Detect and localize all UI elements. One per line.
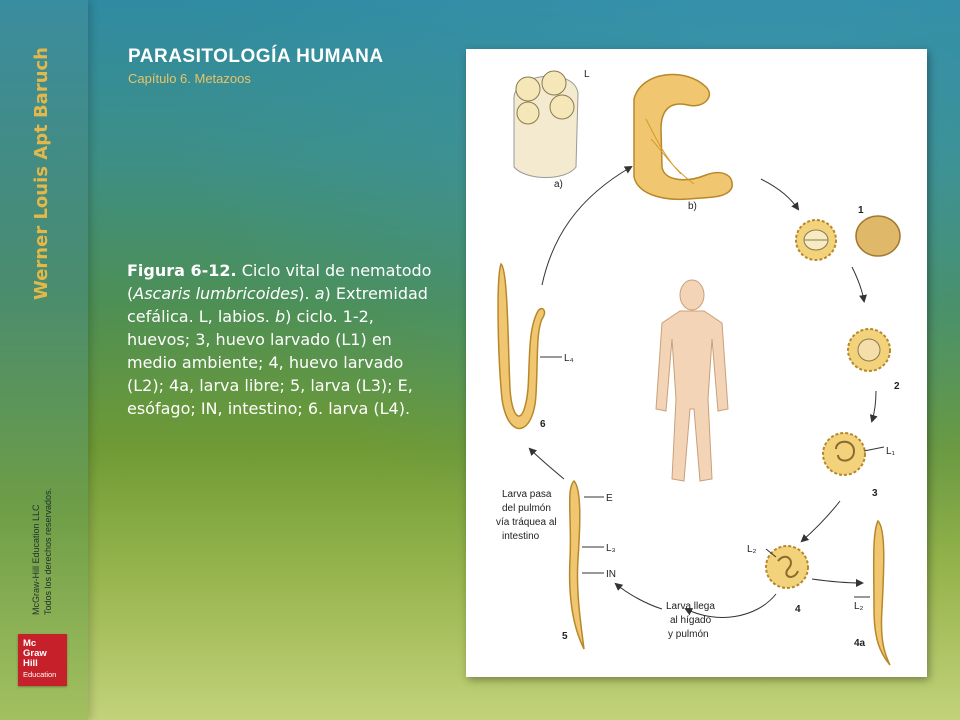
page-subtitle: Capítulo 6. Metazoos bbox=[128, 71, 251, 86]
figure-caption: Figura 6-12. Ciclo vital de nematodo (As… bbox=[127, 259, 437, 420]
note-liver-line-1: Larva llega bbox=[666, 601, 715, 612]
caption-species: Ascaris lumbricoides bbox=[133, 284, 299, 303]
label-stage-5: 5 bbox=[562, 631, 568, 642]
egg-stage-4: L₂ 4 bbox=[747, 544, 809, 615]
lifecycle-diagram: L a) b) 1 2 L₁ 3 L₂ 4 L₂ bbox=[496, 69, 901, 666]
caption-figure-label: Figura 6-12. bbox=[127, 261, 237, 280]
caption-text-3: ) Extremidad cefálica. L, labios. bbox=[127, 284, 428, 326]
author-name: Werner Louis Apt Baruch bbox=[31, 47, 52, 300]
note-liver-arrival: Larva llega al hígado y pulmón bbox=[666, 601, 715, 640]
label-L4: L₄ bbox=[564, 353, 574, 364]
logo-line-1: Mc bbox=[23, 638, 37, 649]
logo-line-3: Hill bbox=[23, 658, 38, 669]
label-b: b) bbox=[688, 201, 697, 212]
note-lung-line-4: intestino bbox=[502, 531, 540, 542]
mcgraw-hill-logo: Mc Graw Hill Education bbox=[18, 634, 67, 686]
cephalic-end-drawing: L a) bbox=[513, 69, 590, 190]
larva-stage-5: E L₃ IN 5 bbox=[562, 479, 616, 650]
copyright-line-2: Todos los derechos reservados. bbox=[43, 487, 53, 615]
note-lung-line-3: vía tráquea al bbox=[496, 517, 557, 528]
egg-stage-2: 2 bbox=[847, 328, 900, 392]
cycle-arrows bbox=[528, 165, 878, 618]
copyright-notice: McGraw-Hill Education LLC Todos los dere… bbox=[30, 445, 54, 615]
copyright-line-1: McGraw-Hill Education LLC bbox=[31, 504, 41, 615]
caption-part-b: b bbox=[274, 307, 286, 326]
larva-stage-6: L₄ 6 bbox=[497, 262, 574, 430]
note-lung-passage: Larva pasa del pulmón vía tráquea al int… bbox=[496, 489, 557, 542]
label-IN: IN bbox=[606, 569, 616, 580]
adult-worm-drawing: b) bbox=[633, 73, 733, 212]
larva-stage-4a: L₂ 4a bbox=[854, 519, 891, 666]
label-stage-4: 4 bbox=[795, 604, 801, 615]
label-stage-2: 2 bbox=[894, 381, 900, 392]
label-stage-3: 3 bbox=[872, 488, 878, 499]
lifecycle-figure: L a) b) 1 2 L₁ 3 L₂ 4 L₂ bbox=[466, 49, 927, 677]
note-liver-line-3: y pulmón bbox=[668, 629, 709, 640]
label-E: E bbox=[606, 493, 613, 504]
label-stage-1: 1 bbox=[858, 205, 864, 216]
eggs-stage-1: 1 bbox=[795, 205, 901, 261]
sidebar bbox=[0, 0, 88, 720]
label-stage-6: 6 bbox=[540, 419, 546, 430]
caption-text-1: Ciclo vital de nematodo ( bbox=[127, 261, 432, 303]
caption-part-a: a bbox=[314, 284, 325, 303]
egg-stage-3: L₁ 3 bbox=[822, 432, 896, 499]
label-L1: L₁ bbox=[886, 446, 896, 457]
note-lung-line-1: Larva pasa bbox=[502, 489, 552, 500]
label-lips: L bbox=[584, 69, 590, 80]
label-a: a) bbox=[554, 179, 563, 190]
label-L2-egg: L₂ bbox=[747, 544, 757, 555]
note-lung-line-2: del pulmón bbox=[502, 503, 551, 514]
caption-text-2: ). bbox=[298, 284, 315, 303]
page-title: PARASITOLOGÍA HUMANA bbox=[128, 46, 384, 67]
label-stage-4a: 4a bbox=[854, 638, 866, 649]
label-L3: L₃ bbox=[606, 543, 616, 554]
label-L2-larva: L₂ bbox=[854, 601, 864, 612]
logo-line-2: Graw bbox=[23, 648, 47, 659]
human-figure-drawing bbox=[655, 279, 729, 482]
caption-text-4: ) ciclo. 1-2, huevos; 3, huevo larvado (… bbox=[127, 307, 413, 418]
logo-line-4: Education bbox=[23, 670, 57, 679]
note-liver-line-2: al hígado bbox=[670, 615, 712, 626]
